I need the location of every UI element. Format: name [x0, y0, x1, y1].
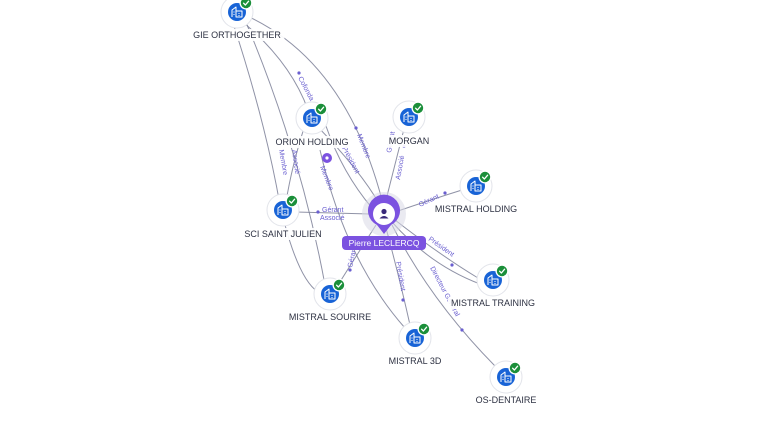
- edge-gie-sci: [231, 19, 281, 206]
- node-label: SCI SAINT JULIEN: [244, 229, 321, 239]
- edge-arrow: [297, 71, 301, 75]
- node-label-bg: [272, 136, 352, 148]
- edge-arrow: [460, 328, 464, 332]
- node-label: ORION HOLDING: [275, 137, 348, 147]
- edge-arrow: [443, 191, 447, 195]
- node-label-bg: [285, 311, 375, 323]
- person-name: Pierre LECLERCQ: [349, 238, 420, 248]
- node-morgan[interactable]: MORGAN: [385, 100, 433, 147]
- node-mistral-3d[interactable]: MISTRAL 3D: [385, 321, 445, 367]
- node-label: OS-DENTAIRE: [476, 395, 537, 405]
- edge-label-associe-orion: Associé: [290, 149, 300, 174]
- node-label-bg: [190, 29, 285, 41]
- edge-arrow: [354, 126, 358, 130]
- verified-badge-icon: [507, 360, 523, 376]
- edge-label-associe-sci: Associé: [320, 215, 345, 222]
- node-mistral-holding[interactable]: MISTRAL HOLDING: [431, 169, 521, 215]
- verified-badge-icon: [494, 263, 510, 279]
- edge-gie-msourire: [244, 19, 326, 286]
- node-label: MORGAN: [389, 136, 430, 146]
- node-label-bg: [447, 297, 539, 309]
- edge-mtraining-person-2: [391, 221, 481, 285]
- node-gie[interactable]: GIE ORTHOGETHER: [190, 0, 285, 41]
- node-label: MISTRAL 3D: [389, 356, 442, 366]
- verified-badge-icon: [313, 101, 329, 117]
- edge-label-gerant-msourire: Gérant: [347, 246, 358, 268]
- person-icon: [379, 208, 389, 219]
- node-label-bg: [241, 228, 325, 240]
- edge-label-president-orion: Président: [340, 146, 360, 175]
- node-label-bg: [385, 135, 433, 147]
- node-mistral-sourire[interactable]: MISTRAL SOURIRE: [285, 277, 375, 323]
- node-label-bg: [431, 203, 521, 215]
- edge-msourire-person: [337, 224, 377, 286]
- node-mistral-training[interactable]: MISTRAL TRAINING: [447, 263, 539, 309]
- edge-label-associe-morgan: Associé: [395, 155, 406, 180]
- node-label: MISTRAL HOLDING: [435, 204, 517, 214]
- node-label: GIE ORTHOGETHER: [193, 30, 281, 40]
- node-sci-saint-julien[interactable]: SCI SAINT JULIEN: [241, 193, 325, 240]
- edge-arrow: [401, 298, 405, 302]
- edge-label-membre-gie: Membre: [355, 133, 371, 160]
- edge-orion-person-2: [323, 119, 373, 209]
- edge-label-president-m3d: Président: [394, 261, 406, 291]
- verified-badge-icon: [416, 321, 432, 337]
- edge-mtraining-person: [394, 219, 479, 279]
- node-label: MISTRAL TRAINING: [451, 298, 535, 308]
- node-orion[interactable]: ORION HOLDING: [272, 101, 352, 148]
- edge-arrow: [316, 210, 320, 214]
- edge-gie-orion: [237, 17, 309, 111]
- person-name-tag: [342, 236, 426, 250]
- verified-badge-icon: [477, 169, 493, 185]
- edge-arrow: [348, 268, 352, 272]
- verified-badge-icon: [284, 193, 300, 209]
- edge-label-membre-sci: Membre: [318, 165, 334, 192]
- verified-badge-icon: [331, 277, 347, 293]
- relation-marker: [322, 153, 332, 163]
- node-label-bg: [472, 394, 540, 406]
- edge-arrow: [450, 263, 454, 267]
- verified-badge-icon: [410, 100, 426, 116]
- node-label-bg: [385, 355, 445, 367]
- person-node[interactable]: Pierre LECLERCQ: [342, 192, 426, 250]
- node-label: MISTRAL SOURIRE: [289, 312, 371, 322]
- edge-label-membre-orion: Membre: [277, 149, 288, 176]
- node-os-dentaire[interactable]: OS-DENTAIRE: [472, 360, 540, 406]
- edge-label-gerant-sci: Gérant: [322, 207, 343, 214]
- edge-gie-person: [244, 14, 383, 201]
